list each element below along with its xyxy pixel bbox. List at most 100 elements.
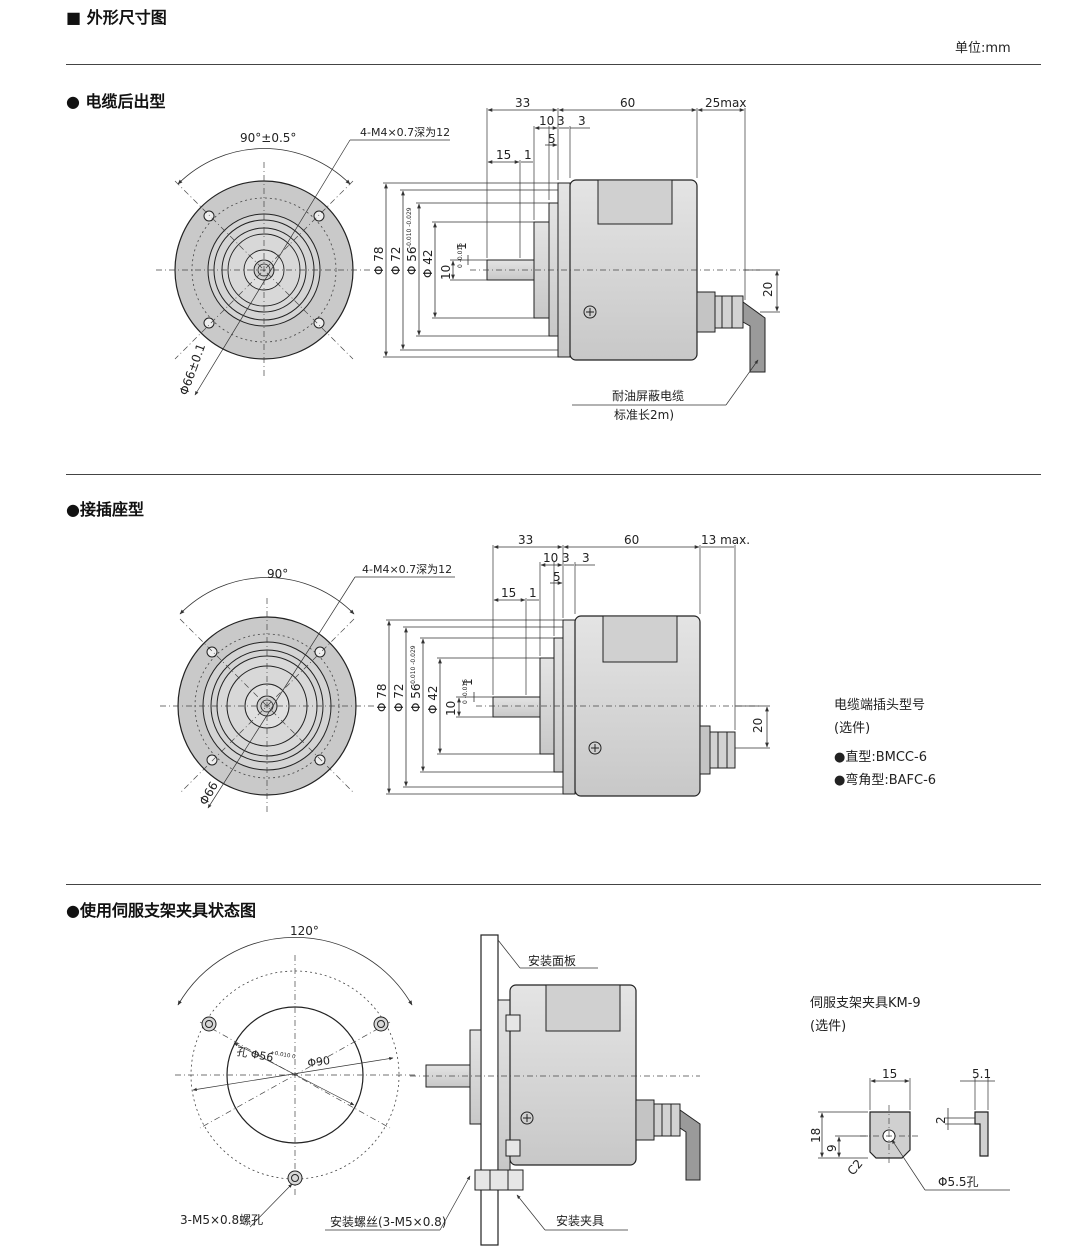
connector-phi56-tol: -0.010 -0.029 xyxy=(410,645,417,686)
servo-screw-holes-label: 3-M5×0.8螺孔 xyxy=(180,1213,263,1227)
cable-d3: 3 xyxy=(557,114,565,128)
cable-d10: 10 xyxy=(539,114,554,128)
pilot xyxy=(548,202,559,337)
cable-phi10-tol: 0 -0.015 xyxy=(457,243,464,268)
clamp-side xyxy=(974,1111,989,1157)
servo-phi90-label: Φ90 xyxy=(307,1054,331,1070)
section-title-servo: ●使用伺服支架夹具状态图 xyxy=(66,901,256,920)
section-title-connector-text: 接插座型 xyxy=(79,500,144,519)
km9-title: 伺服支架夹具KM-9 xyxy=(810,996,921,1011)
screw-head xyxy=(474,1169,524,1191)
connector-phi10: 10 xyxy=(444,701,458,716)
connector-d3: 3 xyxy=(562,551,570,565)
clamp-bottom xyxy=(505,1139,521,1157)
plug-note-optional: (选件) xyxy=(834,721,871,736)
ground-screw-icon xyxy=(520,1111,534,1125)
connector-side-view: 33 60 13 max. 10 3 3 5 15 1 Φ 78 xyxy=(375,533,770,797)
plug-note-angle: ●弯角型:BAFC-6 xyxy=(834,773,937,788)
unit-label: 单位:mm xyxy=(955,41,1011,56)
mount-hole-icon xyxy=(206,646,326,766)
servo-hole-label: 孔 Φ56 xyxy=(235,1045,274,1064)
section-title-servo-text: 使用伺服支架夹具状态图 xyxy=(79,901,256,920)
cable-d1: 1 xyxy=(524,148,532,162)
connector-d20: 20 xyxy=(751,718,765,733)
connector-angle-label: 90° xyxy=(267,567,288,581)
km9-d18: 18 xyxy=(809,1128,823,1143)
servo-screw-label: 安装螺丝(3-M5×0.8) xyxy=(330,1214,446,1229)
cable-phi72: Φ 72 xyxy=(389,246,403,275)
connector-d60: 60 xyxy=(624,533,639,547)
shaft xyxy=(492,696,541,718)
connector-d10: 10 xyxy=(543,551,558,565)
cable-side-view: 33 60 25max 10 3 3 5 15 1 Φ 7 xyxy=(372,96,780,422)
mounting-panel xyxy=(480,934,499,1246)
km9-optional: (选件) xyxy=(810,1019,847,1034)
km9-d15: 15 xyxy=(882,1067,897,1081)
ground-screw-icon xyxy=(588,741,602,755)
km9-d2: 2 xyxy=(934,1116,948,1124)
page-title: ■ 外形尺寸图 xyxy=(66,8,167,27)
section-title-cable-text: 电缆后出型 xyxy=(85,92,166,111)
cable-d5: 5 xyxy=(548,132,556,146)
connector-d1: 1 xyxy=(529,586,537,600)
cable-angle-label: 90°±0.5° xyxy=(240,131,296,145)
km9-note: 伺服支架夹具KM-9 (选件) xyxy=(810,992,921,1038)
connector-d3b: 3 xyxy=(582,551,590,565)
divider-2 xyxy=(66,884,1041,885)
cable xyxy=(679,1109,701,1181)
connector-d5: 5 xyxy=(553,570,561,584)
servo-clamp-label: 安装夹具 xyxy=(556,1213,604,1228)
connector-socket xyxy=(699,725,711,775)
servo-front-view: 120° 孔 Φ56 +0.010 0 Φ90 3-M5×0.8螺孔 xyxy=(175,924,415,1228)
screw-hole-icon xyxy=(201,1016,389,1186)
cable-gland xyxy=(696,291,716,333)
connector-front-view: 90° 4-M4×0.7深为12 Φ66 xyxy=(160,563,455,814)
connector-phi78: Φ 78 xyxy=(375,683,389,712)
cable-phi56-tol: -0.010 -0.029 xyxy=(406,207,413,248)
section-title-connector: ●接插座型 xyxy=(66,500,144,519)
ground-screw-icon xyxy=(583,305,597,319)
cable-d33: 33 xyxy=(515,96,530,110)
connector-d13: 13 max. xyxy=(701,533,750,547)
km9-d55: Φ5.5孔 xyxy=(938,1175,979,1189)
divider-1 xyxy=(66,474,1041,475)
cable-label-1: 耐油屏蔽电缆 xyxy=(612,389,684,403)
servo-hole-tol: +0.010 0 xyxy=(270,1050,297,1060)
section-title-cable: ● 电缆后出型 xyxy=(66,92,166,111)
cable-phi42: Φ 42 xyxy=(421,249,435,278)
clamp-top xyxy=(505,1014,521,1032)
cable-d3b: 3 xyxy=(578,114,586,128)
cable-d15: 15 xyxy=(496,148,511,162)
cable-d60: 60 xyxy=(620,96,635,110)
km9-d51: 5.1 xyxy=(972,1067,991,1081)
cable-d1b: 1 xyxy=(455,242,469,250)
km9-c2: C2 xyxy=(845,1157,866,1178)
cable-d25: 25max xyxy=(705,96,746,110)
servo-side-view: 安装面板 安装螺丝(3-M5×0.8) 安装夹具 xyxy=(325,934,701,1246)
cable-gland xyxy=(635,1099,655,1141)
divider-top xyxy=(66,64,1041,65)
plug-note-title: 电缆端插头型号 xyxy=(834,698,926,713)
connector-d1b: 1 xyxy=(461,678,475,686)
page-title-text: 外形尺寸图 xyxy=(86,8,167,27)
cable-phi56: Φ 56 xyxy=(405,246,419,275)
km9-clamp-drawing: 15 5.1 18 9 2 C2 Φ5.5孔 xyxy=(809,1067,1010,1191)
connector-phi72: Φ 72 xyxy=(392,683,406,712)
cable-holes-label: 4-M4×0.7深为12 xyxy=(360,126,450,139)
plug-note-straight: ●直型:BMCC-6 xyxy=(834,750,927,765)
cable-pcd-label: Φ66±0.1 xyxy=(177,342,209,397)
servo-angle-label: 120° xyxy=(290,924,319,938)
cable-front-view: 90°±0.5° 4-M4×0.7深为12 Φ66±0.1 xyxy=(156,126,450,397)
connector-holes-label: 4-M4×0.7深为12 xyxy=(362,563,452,576)
cable-label-2: 标准长2m) xyxy=(614,408,674,422)
connector-d33: 33 xyxy=(518,533,533,547)
cable-d20: 20 xyxy=(761,282,775,297)
cable-phi78: Φ 78 xyxy=(372,246,386,275)
servo-panel-label: 安装面板 xyxy=(528,953,576,968)
cable xyxy=(742,301,766,373)
km9-d9: 9 xyxy=(825,1144,839,1152)
connector-phi10-tol: 0 -0.015 xyxy=(462,679,469,704)
label-plate xyxy=(597,179,673,225)
plug-note: 电缆端插头型号 (选件) ●直型:BMCC-6 ●弯角型:BAFC-6 xyxy=(834,694,936,792)
